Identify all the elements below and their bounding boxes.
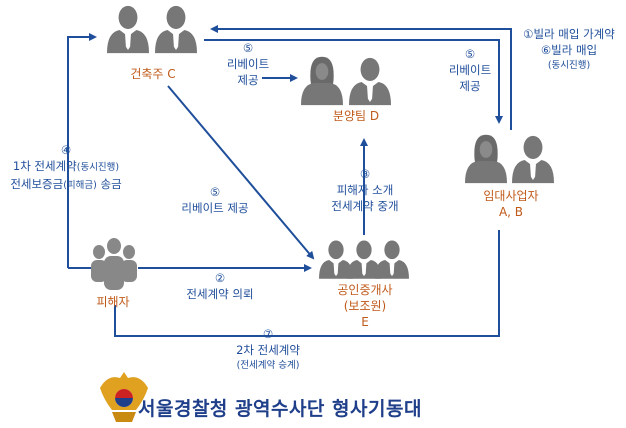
builder-label: 건축주 C bbox=[130, 67, 176, 81]
sales-team-label: 분양팀 D bbox=[332, 109, 380, 123]
landlord-label: 임대사업자 A, B bbox=[483, 189, 539, 219]
victim-label: 피해자 bbox=[96, 295, 130, 309]
police-emblem-icon bbox=[100, 372, 148, 422]
step5-broker-label: ⑤ 리베이트 제공 bbox=[181, 185, 249, 215]
landlord-icon bbox=[465, 134, 554, 184]
step5-landlord-label: ⑤ 리베이트 제공 bbox=[448, 47, 492, 93]
step5-sales-label: ⑤ 리베이트 제공 bbox=[226, 41, 270, 87]
broker-label: 공인중개사 (보조원) E bbox=[337, 283, 393, 329]
victim-icon bbox=[91, 238, 137, 290]
step7-label: ⑦ 2차 전세계약 (전세계약 승계) bbox=[236, 327, 300, 371]
sales-team-icon bbox=[301, 56, 391, 106]
arrow-step5-broker bbox=[167, 85, 315, 260]
arrow-step5-landlord bbox=[204, 39, 503, 124]
step4-label: ④ 1차 전세계약(동시진행) 전세보증금(피해금) 송금 bbox=[10, 143, 122, 191]
arrow-step4 bbox=[67, 33, 97, 268]
step3-label: ③ 피해자 소개 전세계약 중개 bbox=[331, 167, 399, 213]
footer-org-name: 서울경찰청 광역수사단 형사기동대 bbox=[138, 398, 422, 420]
step1-label: ①빌라 매입 가계약 ⑥빌라 매입 (동시진행) bbox=[523, 27, 615, 71]
arrows bbox=[67, 25, 512, 337]
broker-icon bbox=[319, 240, 409, 279]
step2-label: ② 전세계약 의뢰 bbox=[186, 271, 254, 301]
arrow-step1 bbox=[210, 25, 512, 130]
arrow-step7 bbox=[114, 230, 500, 337]
builder-icon bbox=[107, 5, 197, 54]
